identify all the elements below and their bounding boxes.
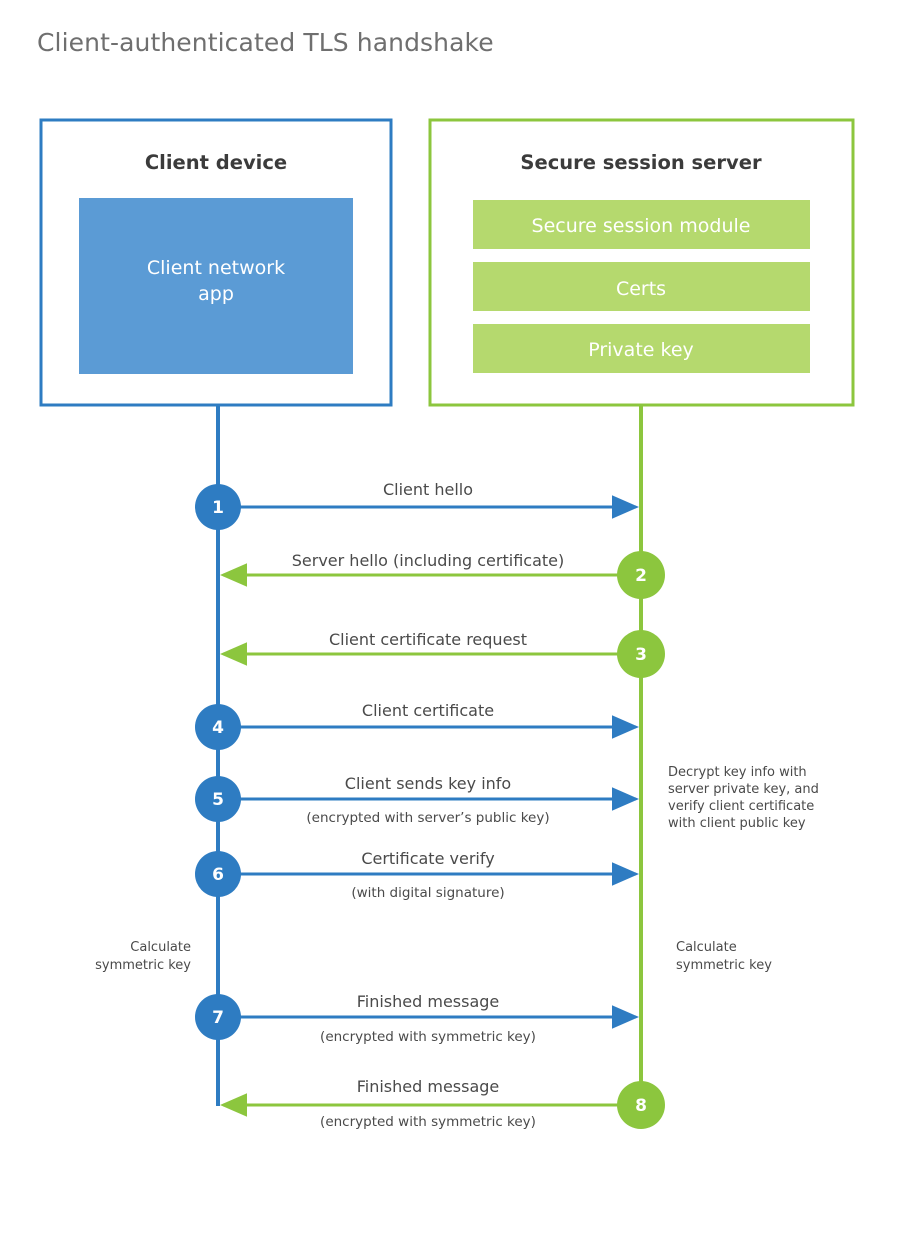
step-2-marker[interactable]: [617, 551, 665, 599]
secure-session-server-title: Secure session server: [520, 151, 762, 174]
step-1-number: 1: [212, 498, 224, 518]
server-decrypt-annotation-line-2: verify client certificate: [668, 799, 814, 814]
client-network-app-label-line1: Client network: [147, 257, 285, 279]
step-8-number: 8: [635, 1096, 647, 1116]
client-network-app-label-line2: app: [198, 283, 234, 305]
server-decrypt-annotation-line-3: with client public key: [668, 816, 806, 831]
step-1-label: Client hello: [383, 480, 473, 499]
step-4-label: Client certificate: [362, 701, 494, 720]
step-5-sublabel: (encrypted with server’s public key): [306, 810, 549, 826]
step-2-label: Server hello (including certificate): [292, 551, 564, 570]
step-6-group: Certificate verify (with digital signatu…: [195, 849, 639, 901]
client-calculate-key-annotation: Calculate symmetric key: [95, 940, 191, 973]
step-5-marker[interactable]: [195, 776, 241, 822]
step-7-group: Finished message (encrypted with symmetr…: [195, 992, 639, 1045]
server-module-label-0: Secure session module: [532, 215, 751, 237]
client-device-box: Client device Client network app: [39, 118, 393, 407]
step-7-sublabel: (encrypted with symmetric key): [320, 1029, 536, 1045]
step-3-group: Client certificate request 3: [220, 630, 665, 678]
step-6-marker[interactable]: [195, 851, 241, 897]
server-calculate-key-annotation: Calculate symmetric key: [676, 940, 772, 973]
server-decrypt-annotation-line-1: server private key, and: [668, 782, 819, 797]
step-8-marker[interactable]: [617, 1081, 665, 1129]
step-3-label: Client certificate request: [329, 630, 527, 649]
client-network-app-block: [79, 198, 353, 374]
step-6-number: 6: [212, 865, 224, 885]
step-2-number: 2: [635, 566, 647, 586]
page-title: Client-authenticated TLS handshake: [37, 28, 494, 57]
server-module-label-2: Private key: [588, 339, 694, 361]
step-8-label: Finished message: [357, 1077, 500, 1096]
secure-session-server-box: Secure session server Secure session mod…: [428, 118, 855, 407]
client-device-title: Client device: [145, 151, 287, 174]
step-5-label: Client sends key info: [345, 774, 511, 793]
step-5-group: Client sends key info (encrypted with se…: [195, 774, 639, 826]
client-calculate-key-line-0: Calculate: [130, 940, 191, 955]
client-calculate-key-line-1: symmetric key: [95, 958, 191, 973]
step-4-marker[interactable]: [195, 704, 241, 750]
step-7-number: 7: [212, 1008, 224, 1028]
step-8-group: Finished message (encrypted with symmetr…: [220, 1077, 665, 1130]
step-3-number: 3: [635, 645, 647, 665]
step-2-group: Server hello (including certificate) 2: [220, 551, 665, 599]
step-3-marker[interactable]: [617, 630, 665, 678]
server-module-label-1: Certs: [616, 278, 666, 300]
step-8-sublabel: (encrypted with symmetric key): [320, 1114, 536, 1130]
server-module-block-1: [473, 262, 810, 311]
step-6-label: Certificate verify: [361, 849, 494, 868]
step-7-marker[interactable]: [195, 994, 241, 1040]
server-module-block-2: [473, 324, 810, 373]
step-1-group: Client hello 1: [195, 480, 639, 530]
step-4-group: Client certificate 4: [195, 701, 639, 750]
server-decrypt-annotation: Decrypt key info with server private key…: [668, 765, 819, 831]
step-7-label: Finished message: [357, 992, 500, 1011]
step-5-number: 5: [212, 790, 224, 810]
server-decrypt-annotation-line-0: Decrypt key info with: [668, 765, 807, 780]
step-6-sublabel: (with digital signature): [351, 885, 504, 901]
server-calculate-key-line-1: symmetric key: [676, 958, 772, 973]
server-calculate-key-line-0: Calculate: [676, 940, 737, 955]
server-module-block-0: [473, 200, 810, 249]
step-4-number: 4: [212, 718, 224, 738]
step-1-marker[interactable]: [195, 484, 241, 530]
